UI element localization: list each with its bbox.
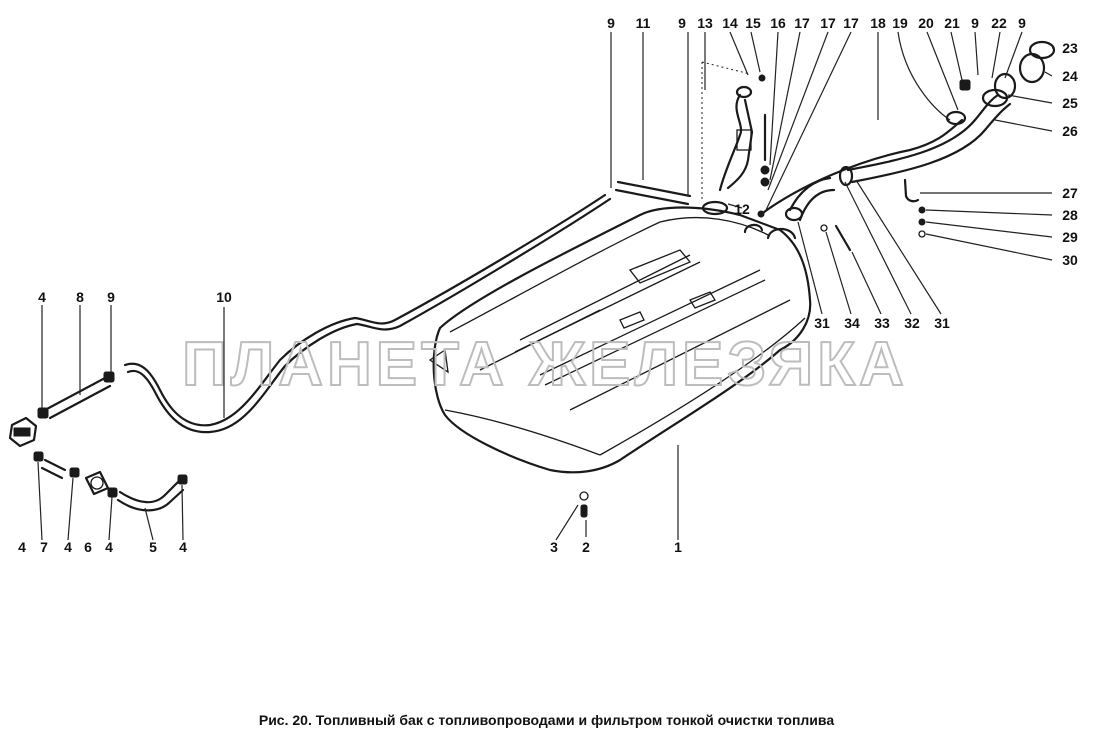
- callout-9: 9: [678, 15, 686, 31]
- callout-4: 4: [105, 539, 113, 555]
- hose-5: [107, 474, 188, 512]
- callout-4: 4: [64, 539, 72, 555]
- callout-31: 31: [814, 315, 830, 331]
- clamp-21: [959, 79, 971, 91]
- hose-32: [784, 176, 836, 222]
- callout-34: 34: [844, 315, 860, 331]
- hose-20: [945, 110, 967, 126]
- callout-33: 33: [874, 315, 890, 331]
- fuel-line: [123, 193, 612, 434]
- callout-23: 23: [1062, 40, 1078, 56]
- callout-25: 25: [1062, 95, 1078, 111]
- watermark: ПЛАНЕТА ЖЕЛЕЗЯКА: [182, 330, 908, 399]
- callout-19: 19: [892, 15, 908, 31]
- washer-29: [918, 218, 926, 226]
- fuel-tank-diagram: ПЛАНЕТА ЖЕЛЕЗЯКА: [8, 15, 1078, 555]
- leader-lines: [37, 31, 1054, 541]
- filler-cap: [1028, 40, 1056, 60]
- callout-9: 9: [607, 15, 615, 31]
- filler-hose: [838, 93, 1012, 187]
- callout-10: 10: [216, 289, 232, 305]
- fuel-level-sender: [701, 61, 770, 218]
- callout-labels: 1 2 3 4 8 9 10 4 7 4 6 4 5 4 9 11 9 13 1…: [18, 15, 1078, 555]
- fuel-pump: [8, 416, 38, 448]
- washer-28: [918, 206, 926, 214]
- return-line: [758, 118, 964, 217]
- callout-11: 11: [636, 15, 651, 31]
- fuel-filter: [84, 470, 110, 496]
- figure-caption: Рис. 20. Топливный бак с топливопроводам…: [258, 712, 835, 728]
- callout-2: 2: [582, 539, 590, 555]
- callout-21: 21: [944, 15, 960, 31]
- clamp-25: [981, 88, 1009, 108]
- callout-9: 9: [1018, 15, 1026, 31]
- callout-20: 20: [918, 15, 934, 31]
- filler-ring: [993, 72, 1017, 100]
- callout-4: 4: [18, 539, 26, 555]
- callout-12: 12: [734, 201, 750, 217]
- callout-22: 22: [991, 15, 1007, 31]
- hose-7: [33, 451, 80, 480]
- callout-3: 3: [550, 539, 558, 555]
- washer-34: [820, 224, 828, 232]
- fuel-tank: [428, 206, 812, 518]
- callout-4: 4: [179, 539, 187, 555]
- hose-8: [37, 371, 115, 420]
- callout-30: 30: [1062, 252, 1078, 268]
- bolt-33: [834, 224, 852, 252]
- hose-11: [614, 180, 692, 206]
- callout-8: 8: [76, 289, 84, 305]
- callout-18: 18: [870, 15, 886, 31]
- filler-gasket: [1018, 52, 1046, 84]
- callout-13: 13: [697, 15, 713, 31]
- callout-4: 4: [38, 289, 46, 305]
- callout-9: 9: [107, 289, 115, 305]
- callout-29: 29: [1062, 229, 1078, 245]
- callout-24: 24: [1062, 68, 1078, 84]
- callout-16: 16: [770, 15, 786, 31]
- callout-32: 32: [904, 315, 920, 331]
- callout-14: 14: [722, 15, 738, 31]
- callout-28: 28: [1062, 207, 1078, 223]
- callout-1: 1: [674, 539, 682, 555]
- elbow-27: [903, 178, 920, 203]
- callout-9: 9: [971, 15, 979, 31]
- drain-plug: [580, 504, 588, 518]
- callout-5: 5: [149, 539, 157, 555]
- callout-26: 26: [1062, 123, 1078, 139]
- nut-30: [918, 230, 926, 238]
- callout-27: 27: [1062, 185, 1078, 201]
- callout-17: 17: [843, 15, 859, 31]
- callout-7: 7: [40, 539, 48, 555]
- callout-6: 6: [84, 539, 92, 555]
- callout-17: 17: [820, 15, 836, 31]
- callout-15: 15: [745, 15, 761, 31]
- callout-31: 31: [934, 315, 950, 331]
- callout-17: 17: [794, 15, 810, 31]
